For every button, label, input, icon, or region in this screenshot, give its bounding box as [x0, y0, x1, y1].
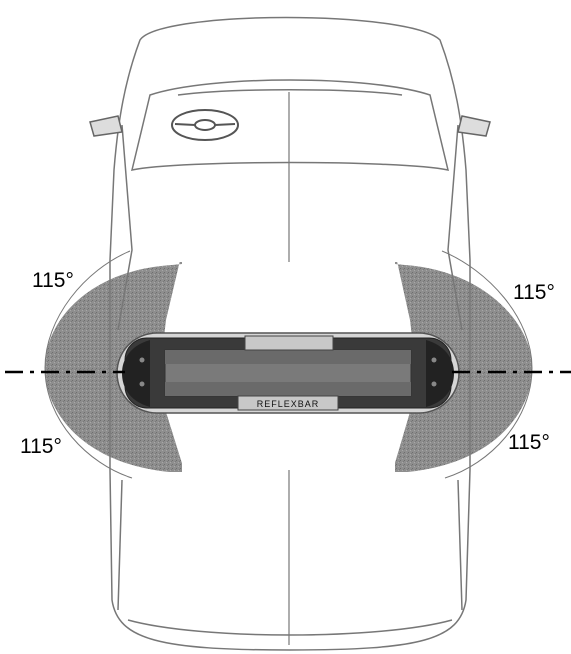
light-bar-brand-text: REFLEXBAR [257, 399, 320, 409]
roof-front-edge [177, 89, 403, 96]
rear-edge [127, 619, 453, 636]
light-bar: REFLEXBAR [116, 332, 460, 414]
angle-label-bottom-right: 115° [508, 431, 550, 454]
rear-side-left [117, 479, 123, 611]
left-a-pillar [117, 124, 133, 331]
angle-label-bottom-left: 115° [20, 435, 62, 458]
steering-wheel [171, 109, 239, 141]
light-bar-left-end-cap [122, 340, 150, 407]
rear-side-right [457, 479, 463, 611]
angle-label-top-left: 115° [32, 269, 74, 292]
right-a-pillar [447, 124, 463, 331]
light-bar-bottom-badge [237, 395, 339, 411]
right-coverage-zone [395, 250, 533, 479]
angle-label-top-right: 115° [513, 281, 555, 304]
windshield [130, 79, 450, 171]
light-bar-top-mount [244, 335, 334, 351]
light-bar-right-end-cap [426, 340, 454, 407]
right-mirror [457, 115, 491, 137]
vehicle-body [109, 16, 471, 651]
left-coverage-zone [44, 250, 182, 479]
vehicle-outline [109, 16, 471, 651]
left-mirror [89, 115, 123, 137]
